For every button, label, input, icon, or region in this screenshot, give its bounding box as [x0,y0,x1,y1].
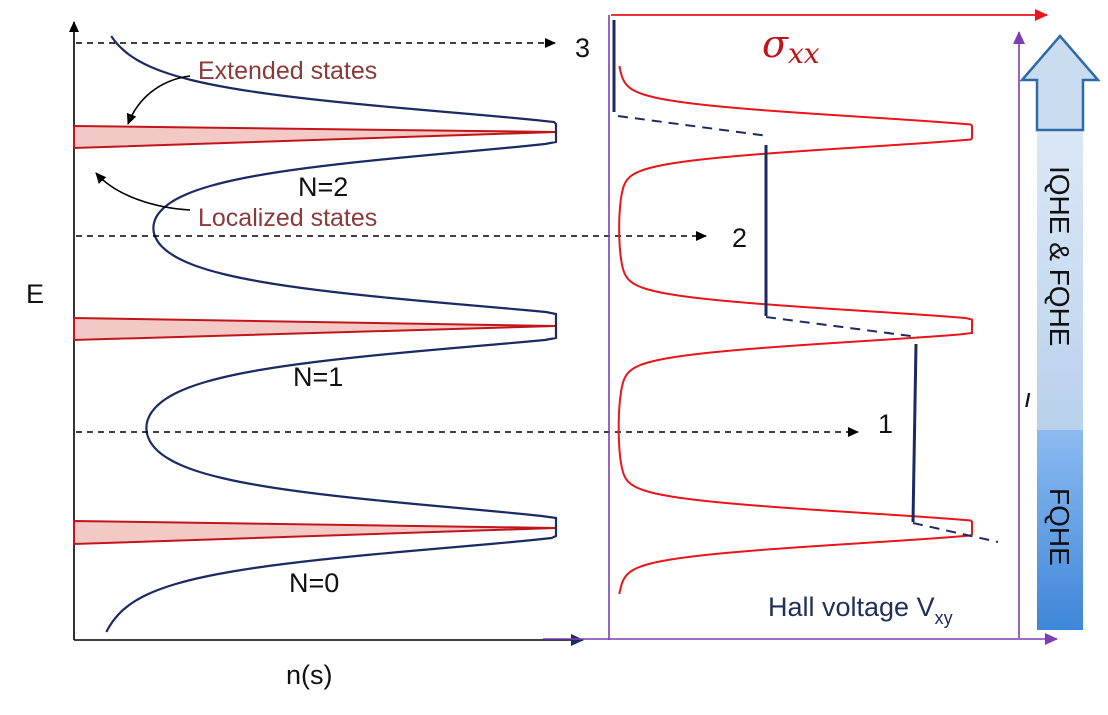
extended-band-n1 [73,316,557,342]
energy-axis-label: E [26,279,44,309]
band-iqhe-fqhe [1037,130,1083,430]
density-of-states-curve [105,35,558,633]
band-iqhe-fqhe-label: IQHE & FQHE [1044,166,1075,346]
hall-dash-1 [617,115,769,137]
plateau-3-label: 3 [575,33,590,63]
localized-states-label: Localized states [198,204,377,232]
band-fqhe [1037,430,1083,630]
hall-voltage-subscript: xy [935,608,953,628]
stray-glyph: ı [1024,383,1032,413]
plateau-1-label: 1 [878,409,893,439]
extended-states-bands [73,124,557,546]
hall-voltage-steps [612,20,999,543]
hall-dash-2 [765,316,919,338]
plateau-2-label: 2 [732,223,747,253]
band-up-arrow-icon [1019,34,1101,132]
extended-states-label: Extended states [198,57,377,85]
extended-band-n2 [73,124,557,150]
hall-voltage-label: Hall voltage Vxy [768,592,953,628]
hall-dash-3 [912,522,999,543]
extended-band-n0 [73,519,557,546]
sigma-subscript: xx [788,37,820,70]
band-fqhe-label: FQHE [1044,488,1075,566]
density-axis-label: n(s) [286,660,333,690]
sigma-xx-curve [617,65,973,595]
localized-states-pointer [95,172,191,211]
sigma-xx-label: σxx [762,22,820,70]
level-n1-label: N=1 [293,362,343,392]
level-n2-label: N=2 [298,172,348,202]
level-n0-label: N=0 [289,568,339,598]
hall-step-lower [911,343,918,523]
hall-voltage-text: Hall voltage V [768,592,935,622]
extended-states-pointer [126,75,191,125]
sigma-symbol: σ [762,22,789,66]
regime-band: IQHE & FQHE FQHE [1019,34,1101,630]
